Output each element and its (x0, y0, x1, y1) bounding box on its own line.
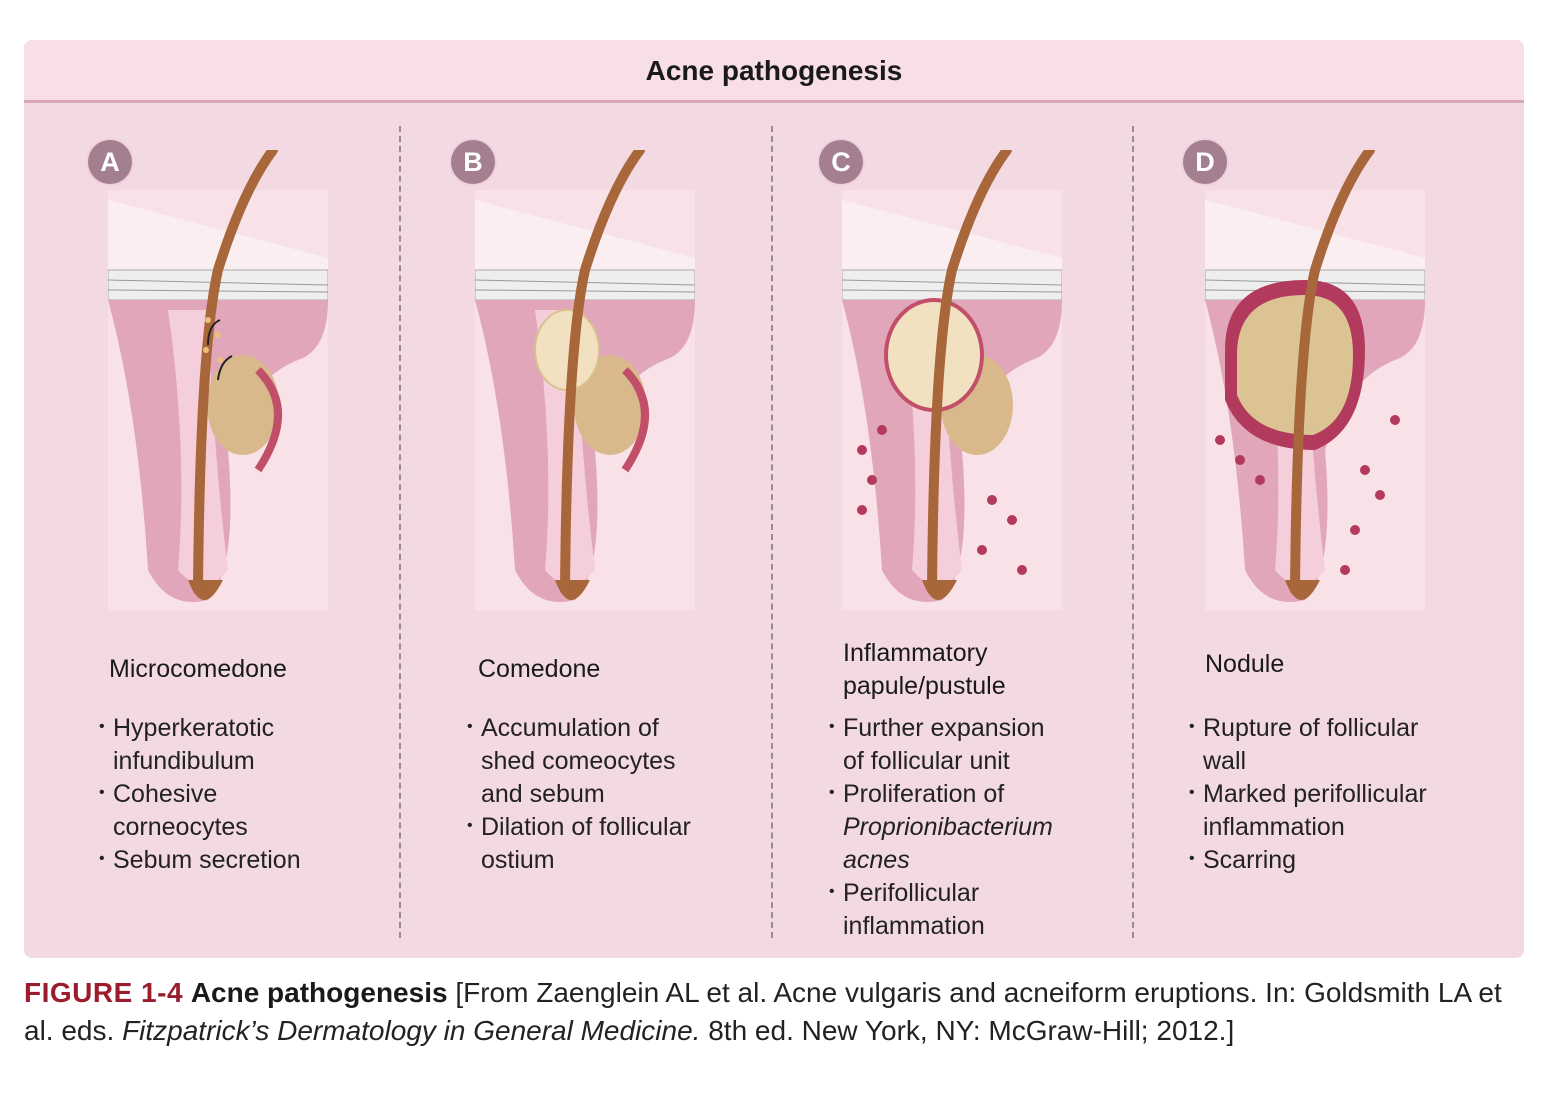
stage-a-illustration (108, 150, 328, 610)
stage-b-bullets: Accumulation of shed comeocytes and sebu… (467, 710, 767, 877)
stage-a-title: Microcomedone (109, 655, 287, 683)
figure-source-post: 8th ed. New York, NY: McGraw-Hill; 2012.… (708, 1015, 1235, 1046)
stage-c-bullet-1: Further expansion of follicular unit (829, 710, 1124, 778)
stage-a-bullets: Hyperkeratotic infundibulum Cohesive cor… (99, 710, 389, 877)
stage-d-bullets: Rupture of follicular wall Marked perifo… (1189, 710, 1509, 877)
panel-title: Acne pathogenesis (645, 55, 903, 86)
stage-c-title: Inflammatory papule/pustule (843, 639, 1006, 700)
figure-caption: FIGURE 1-4 Acne pathogenesis [From Zaeng… (24, 974, 1534, 1050)
diagram-panel: Acne pathogenesis A Microcomedone Hyperk… (24, 40, 1524, 958)
figure-source-book: Fitzpatrick’s Dermatology in General Med… (122, 1015, 701, 1046)
stage-a-bullet-3: Sebum secretion (99, 842, 389, 877)
stage-d-illustration (1205, 150, 1425, 610)
stage-c-illustration (842, 150, 1062, 610)
stage-d-bullet-1: Rupture of follicular wall (1189, 710, 1509, 778)
stage-c-bullet-3: Perifollicular inflammation (829, 875, 1124, 943)
stage-b-title: Comedone (478, 655, 601, 683)
figure-label: FIGURE 1-4 (24, 977, 184, 1008)
stage-a-bullet-1: Hyperkeratotic infundibulum (99, 710, 389, 778)
figure-title: Acne pathogenesis (190, 977, 448, 1008)
stage-d-title: Nodule (1205, 650, 1285, 678)
stage-d-bullet-3: Scarring (1189, 842, 1509, 877)
stage-b-illustration (475, 150, 695, 610)
stage-c-bullets: Further expansion of follicular unit Pro… (829, 710, 1124, 943)
figure-source-pre: [From Zaenglein AL et al. Acne vulgaris … (24, 977, 1502, 1046)
stage-d-bullet-2: Marked perifollicular inflammation (1189, 776, 1509, 844)
stage-a-bullet-2: Cohesive corneocytes (99, 776, 389, 844)
divider-3 (1132, 126, 1134, 938)
stage-b-bullet-2: Dilation of follicular ostium (467, 809, 767, 877)
divider-1 (399, 126, 401, 938)
stage-a-badge: A (88, 140, 132, 184)
stage-c-badge: C (819, 140, 863, 184)
stage-d-badge: D (1183, 140, 1227, 184)
stage-b-bullet-1: Accumulation of shed comeocytes and sebu… (467, 710, 767, 811)
panel-header: Acne pathogenesis (24, 40, 1524, 103)
divider-2 (771, 126, 773, 938)
stage-b-badge: B (451, 140, 495, 184)
